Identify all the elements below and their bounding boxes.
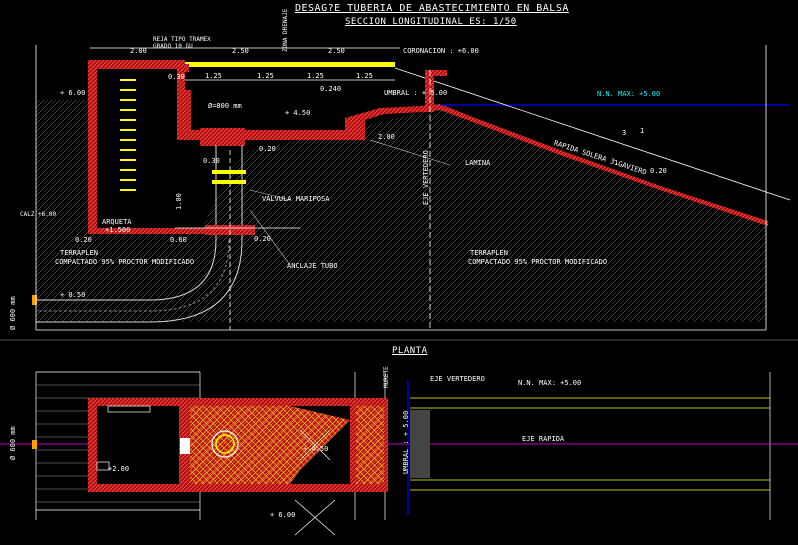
plan-sill-label: UMBRAL : + 5.00 [402,410,410,474]
dim-label: 0.20 [259,145,276,153]
pipe-diameter-label: Ø 600 mm [9,296,17,330]
side-level-label: CALZ +6.00 [20,211,57,218]
plan-pipe-diameter: Ø 600 mm [9,426,17,460]
arqueta-top-slab [88,60,183,69]
dim-label: 1.00 [175,193,183,210]
plan-inner-arqueta [97,406,179,484]
grating [185,62,395,67]
plan-wall-label: MURETE [383,366,390,388]
weir-axis-label: EJE VERTEDERO [422,150,430,205]
drawing-subtitle: SECCION LONGITUDINAL ES: 1/50 [345,17,517,27]
dim-label: 0.30 [203,157,220,165]
dim-label: 2.50 [232,47,249,55]
valve-chamber [200,128,245,146]
fill-label-right: TERRAPLEN [470,249,508,257]
valve-flange [212,170,246,174]
soil-left [36,100,90,232]
level-label: + 6.00 [60,89,86,97]
valve-label: VALVULA MARIPOSA [262,195,330,203]
grating-note: ZONA DRENAJE [282,8,289,52]
dim-label: 0.20 [254,235,271,243]
dim-label: 1.25 [307,72,324,80]
plan-title: PLANTA [392,346,428,356]
riser [425,72,434,112]
plan-rapida-axis: EJE RAPIDA [522,435,565,443]
inner-slab [185,130,365,140]
anchor-label-text: ANCLAJE TUBO [287,262,338,270]
crest-label: CORONACION : +6.00 [403,47,479,55]
step-block [345,118,365,132]
top-slab-right [183,64,189,72]
dim-label: 2.00 [130,47,147,55]
plan-level-label: + 4.50 [303,445,329,453]
plan-pipe-circle [211,430,239,458]
dim-label: 0.30 [168,73,185,81]
slope-label: 1 [614,159,619,167]
dim-label: 1.25 [257,72,274,80]
outlet-valve [32,295,37,305]
dim-label: 1.25 [356,72,373,80]
plan-level-label: +2.00 [108,465,130,473]
pipe [36,145,243,323]
slope-label: 3 [622,129,627,137]
dim-label: 0.60 [170,236,187,244]
fill-label-left-2: COMPACTADO 95% PROCTOR MODIFICADO [55,258,195,266]
grating-label: REJA TIPO TRAMEX [153,36,211,43]
arqueta-inner-wall [177,60,185,140]
fill-label-left: TERRAPLEN [60,249,98,257]
plan-outlet-valve [32,440,37,449]
dim-label: 0.20 [75,236,92,244]
max-level-label: N.N. MAX: +5.00 [597,90,661,98]
arqueta-label: ARQUETA [102,218,132,226]
plan-level-label: + 6.00 [270,511,296,519]
riser-top [425,70,447,76]
lamina-label: LAMINA [465,159,491,167]
plan-max-level: N.N. MAX: +5.00 [518,379,582,387]
dim-label: 0.240 [320,85,342,93]
arqueta-level: +1.500 [105,226,131,234]
level-label: + 4.50 [285,109,311,117]
dim-label: 2.00 [378,133,395,141]
arqueta-base [88,228,213,234]
grating-label-2: GRADO 10 GU [153,43,193,50]
plan-step [180,438,190,454]
embankment [36,108,766,322]
inner-wall-top [183,90,191,130]
valve-flange2 [212,180,246,184]
dim-label: 1.25 [205,72,222,80]
dim-label: 0.20 [650,167,667,175]
plan-weir-axis: EJE VERTEDERO [430,375,485,383]
diameter-label: Ø=800 mm [208,102,242,110]
arqueta-left-wall [88,60,97,232]
drawing-title: DESAG?E TUBERIA DE ABASTECIMIENTO EN BAL… [295,3,569,14]
plan-sill [410,410,430,478]
dim-label: 2.50 [328,47,345,55]
level-label: + 0.50 [60,291,86,299]
ladder [120,79,136,191]
slope-label: 1 [640,127,645,135]
sill-label: UMBRAL : + 5.00 [384,89,448,97]
fill-label-right-2: COMPACTADO 95% PROCTOR MODIFICADO [468,258,608,266]
